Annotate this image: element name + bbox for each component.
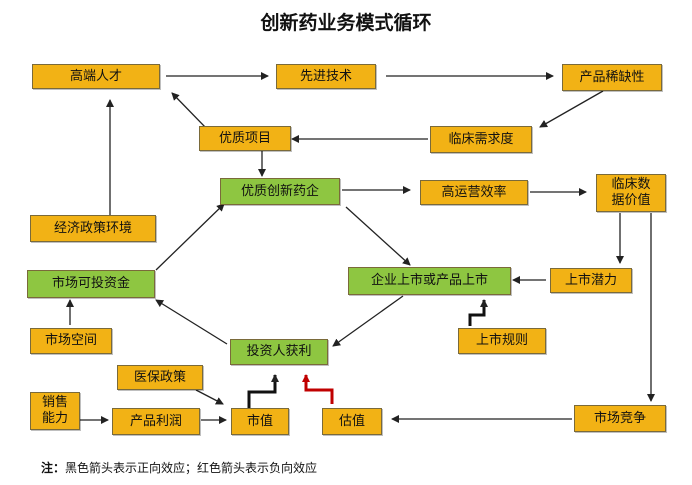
node-clinical-data: 临床数 据价值	[596, 174, 666, 212]
arrow-market-value-to-investor	[247, 374, 279, 408]
diagram-title: 创新药业务模式循环	[260, 12, 432, 34]
node-product-profit: 产品利润	[112, 408, 200, 435]
node-efficiency: 高运营效率	[420, 180, 528, 205]
node-valuation: 估值	[322, 408, 382, 435]
node-investable-capital: 市场可投资金	[27, 270, 155, 298]
arrow-investor-to-capital	[155, 299, 228, 345]
node-investor-profit: 投资人获利	[230, 339, 328, 365]
node-listing: 企业上市或产品上市	[348, 267, 511, 295]
arrow-valuation-to-investor	[302, 374, 334, 404]
node-quality-pharma: 优质创新药企	[220, 178, 340, 205]
arrow-capital-to-quality-pharma	[155, 203, 225, 271]
node-competition: 市场竞争	[574, 405, 666, 432]
node-scarcity: 产品稀缺性	[562, 64, 662, 91]
node-quality-project: 优质项目	[199, 126, 291, 151]
arrow-insurance-to-market-value	[195, 389, 224, 405]
node-sales: 销售 能力	[30, 392, 80, 430]
node-market-space: 市场空间	[30, 328, 112, 354]
arrow-scarcity-to-clinical-demand	[539, 90, 604, 128]
node-insurance-policy: 医保政策	[117, 365, 203, 390]
node-market-value: 市值	[231, 408, 289, 435]
node-clinical-demand: 临床需求度	[430, 126, 532, 153]
arrow-listing-rules-to-listing	[468, 299, 488, 326]
footnote: 注：黑色箭头表示正向效应；红色箭头表示负向效应	[41, 459, 317, 476]
arrow-quality-project-to-talent	[171, 92, 208, 130]
node-listing-potential: 上市潜力	[550, 268, 632, 293]
node-listing-rules: 上市规则	[458, 328, 546, 354]
arrow-listing-to-investor	[332, 295, 404, 347]
footnote-text: 黑色箭头表示正向效应；红色箭头表示负向效应	[65, 461, 318, 475]
node-policy-env: 经济政策环境	[30, 215, 156, 242]
footnote-label: 注：	[41, 461, 66, 475]
arrow-quality-pharma-to-listing	[345, 206, 411, 266]
node-tech: 先进技术	[276, 64, 376, 89]
node-talent: 高端人才	[32, 64, 160, 89]
